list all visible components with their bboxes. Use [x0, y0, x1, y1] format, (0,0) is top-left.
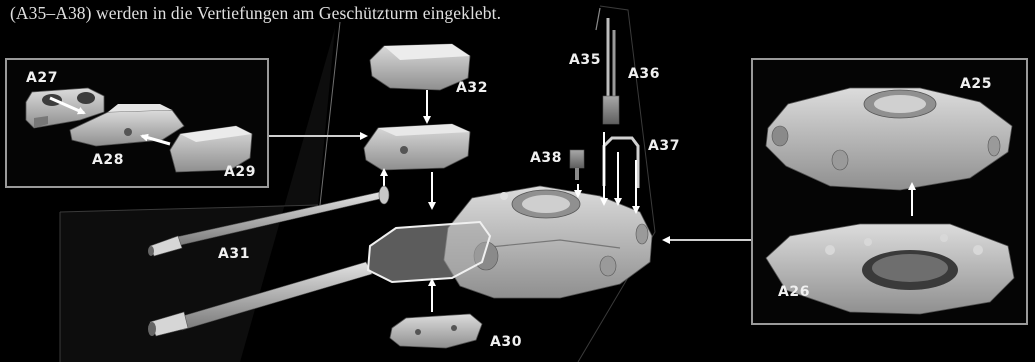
label-a38: A38 — [530, 150, 562, 166]
label-a31: A31 — [218, 246, 250, 262]
part-a37 — [604, 138, 638, 188]
part-a38 — [570, 150, 584, 180]
label-a28: A28 — [92, 152, 124, 168]
label-a37: A37 — [648, 138, 680, 154]
turret-assembly — [368, 186, 652, 298]
part-a30 — [390, 314, 482, 348]
label-a36: A36 — [628, 66, 660, 82]
label-a25: A25 — [960, 76, 992, 92]
turret-detail-panel: A25 A26 — [752, 59, 1027, 324]
gun-mount-assembly — [364, 124, 470, 170]
part-a32 — [370, 44, 470, 90]
barrel-mount-detail-panel: A27 A28 A29 — [6, 59, 268, 187]
label-a29: A29 — [224, 164, 256, 180]
label-a35: A35 — [569, 52, 601, 68]
label-a27: A27 — [26, 70, 58, 86]
part-a35-a36-antennas — [603, 18, 619, 124]
label-a26: A26 — [778, 284, 810, 300]
label-a30: A30 — [490, 334, 522, 350]
label-a32: A32 — [456, 80, 488, 96]
